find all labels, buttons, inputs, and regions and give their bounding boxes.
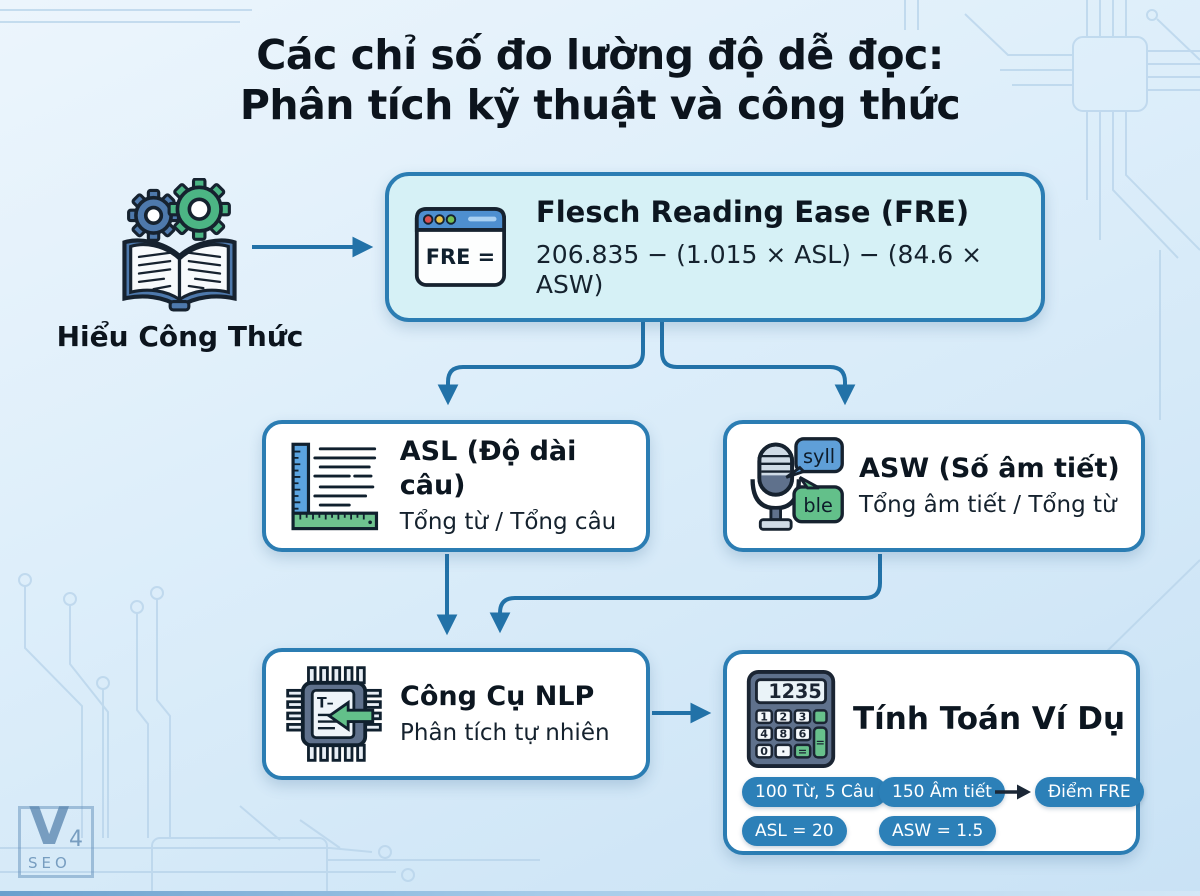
calc-node: 1235 1 2 3 4 bbox=[723, 650, 1144, 855]
ble-bubble-icon: ble bbox=[792, 476, 844, 524]
asl-node: ASL (Độ dài câu) Tổng từ / Tổng câu bbox=[262, 420, 650, 552]
brand-logo-letter: V bbox=[29, 797, 70, 857]
intro-label: Hiểu Công Thức bbox=[56, 320, 304, 353]
pill-syllables: 150 Âm tiết bbox=[879, 777, 1005, 807]
pill-fre-score: Điểm FRE bbox=[1035, 777, 1144, 807]
calc-btn: 3 bbox=[799, 710, 807, 723]
brand-logo: V 4 SEO bbox=[18, 797, 94, 878]
arrow-fre-to-asl bbox=[437, 322, 645, 406]
bottom-accent-bar bbox=[0, 891, 1200, 896]
pill-words-sentences: 100 Từ, 5 Câu bbox=[742, 777, 888, 807]
calc-btn-tall-equals: = bbox=[816, 736, 825, 749]
fre-formula: 206.835 − (1.015 × ASL) − (84.6 × ASW) bbox=[535, 239, 983, 299]
fre-node: FRE = Flesch Reading Ease (FRE) 206.835 … bbox=[385, 172, 1045, 322]
calculator-icon: 1235 1 2 3 4 bbox=[746, 670, 836, 768]
brand-logo-number: 4 bbox=[69, 827, 83, 852]
page-title: Các chỉ số đo lường độ dễ đọc: Phân tích… bbox=[0, 30, 1200, 130]
brand-logo-text: SEO bbox=[28, 854, 71, 872]
calc-btn: 2 bbox=[779, 710, 787, 723]
microphone-syllable-icon: syll ble bbox=[750, 437, 844, 531]
calc-btn: 0 bbox=[760, 745, 768, 758]
nlp-chip-icon: T– bbox=[286, 666, 382, 762]
calc-btn: 6 bbox=[799, 728, 807, 741]
ruler-text-icon bbox=[291, 442, 379, 531]
open-book-icon bbox=[122, 238, 237, 312]
page-title-line2: Phân tích kỹ thuật và công thức bbox=[239, 81, 961, 130]
calc-btn: 1 bbox=[760, 710, 768, 723]
nlp-node: T– Công Cụ NLP Phân tích tự nhiên bbox=[262, 648, 650, 780]
nlp-title: Công Cụ NLP bbox=[400, 681, 595, 713]
ble-bubble-label: ble bbox=[803, 494, 832, 517]
syll-bubble-label: syll bbox=[803, 445, 835, 468]
calc-btn: · bbox=[781, 745, 785, 758]
page-title-line1: Các chỉ số đo lường độ dễ đọc: bbox=[256, 31, 944, 79]
asl-subtitle: Tổng từ / Tổng câu bbox=[399, 508, 617, 535]
asw-title: ASW (Số âm tiết) bbox=[859, 453, 1120, 485]
fre-icon-label: FRE = bbox=[426, 245, 495, 269]
arrow-pills-to-result bbox=[995, 784, 1031, 800]
calc-btn: = bbox=[798, 745, 807, 758]
pill-asl-value: ASL = 20 bbox=[742, 816, 847, 846]
arrow-fre-to-asw bbox=[660, 322, 856, 406]
calculator-display: 1235 bbox=[768, 680, 821, 703]
arrow-asw-to-nlp bbox=[489, 554, 882, 634]
calc-btn: 8 bbox=[779, 728, 787, 741]
pill-asw-value: ASW = 1.5 bbox=[879, 816, 997, 846]
nlp-subtitle: Phân tích tự nhiên bbox=[400, 720, 610, 747]
gear-green-icon bbox=[167, 178, 231, 241]
browser-window-icon: FRE = bbox=[414, 207, 507, 287]
calc-btn: 4 bbox=[760, 728, 768, 741]
asl-title: ASL (Độ dài câu) bbox=[399, 436, 577, 502]
gears-book-icon bbox=[112, 178, 247, 313]
asw-subtitle: Tổng âm tiết / Tổng từ bbox=[859, 492, 1117, 519]
fre-title: Flesch Reading Ease (FRE) bbox=[535, 195, 970, 230]
chip-screen-label: T– bbox=[317, 695, 334, 711]
asw-node: syll ble ASW (Số âm tiết) Tổng âm tiết /… bbox=[723, 420, 1145, 552]
calc-title: Tính Toán Ví Dụ bbox=[853, 700, 1126, 737]
syll-bubble-icon: syll bbox=[785, 437, 844, 479]
